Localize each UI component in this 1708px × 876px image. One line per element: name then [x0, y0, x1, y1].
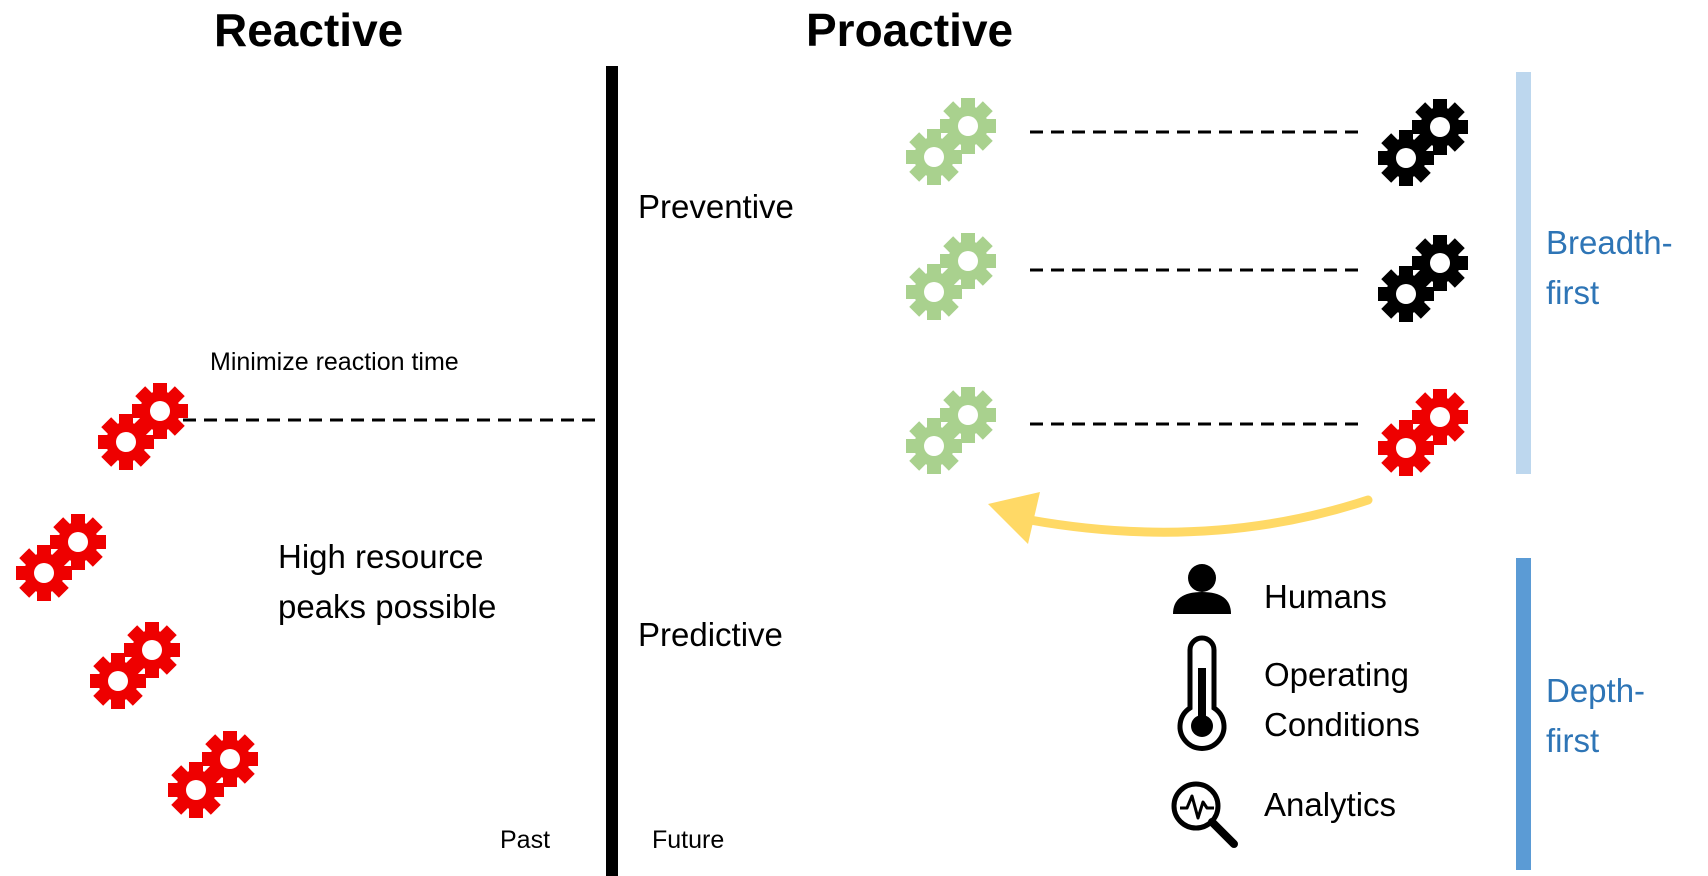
preventive-label: Preventive	[638, 188, 794, 225]
legend-operating-line2: Conditions	[1264, 706, 1420, 743]
proactive-heading: Proactive	[806, 4, 1014, 56]
person-icon	[1173, 564, 1231, 614]
curved-arrow	[988, 492, 1373, 544]
timeline-divider	[606, 66, 618, 876]
breadth-first-bar	[1516, 72, 1531, 474]
depth-first-label-line2: first	[1546, 722, 1600, 759]
thermometer-icon	[1177, 635, 1227, 751]
future-label: Future	[652, 826, 725, 854]
reactive-heading: Reactive	[214, 4, 404, 56]
depth-first-bar	[1516, 558, 1531, 870]
breadth-first-label-line2: first	[1546, 274, 1600, 311]
legend-operating-line1: Operating	[1264, 656, 1409, 693]
depth-first-label-line1: Depth-	[1546, 672, 1646, 709]
high-resource-label-line1: High resource	[278, 538, 484, 575]
red-gears-icon-proactive	[1378, 389, 1468, 476]
past-label: Past	[500, 826, 551, 854]
minimize-reaction-label: Minimize reaction time	[210, 348, 459, 376]
row-dashed-lines	[1030, 130, 1365, 426]
red-gears-icon	[16, 383, 258, 818]
predictive-label: Predictive	[638, 616, 783, 653]
green-gears-icon	[906, 98, 996, 474]
legend-humans: Humans	[1264, 578, 1387, 615]
breadth-first-label-line1: Breadth-	[1546, 224, 1673, 261]
analytics-magnifier-icon	[1171, 781, 1238, 848]
legend-analytics: Analytics	[1264, 786, 1397, 823]
black-gears-icon	[1378, 99, 1468, 322]
high-resource-label-line2: peaks possible	[278, 588, 497, 625]
